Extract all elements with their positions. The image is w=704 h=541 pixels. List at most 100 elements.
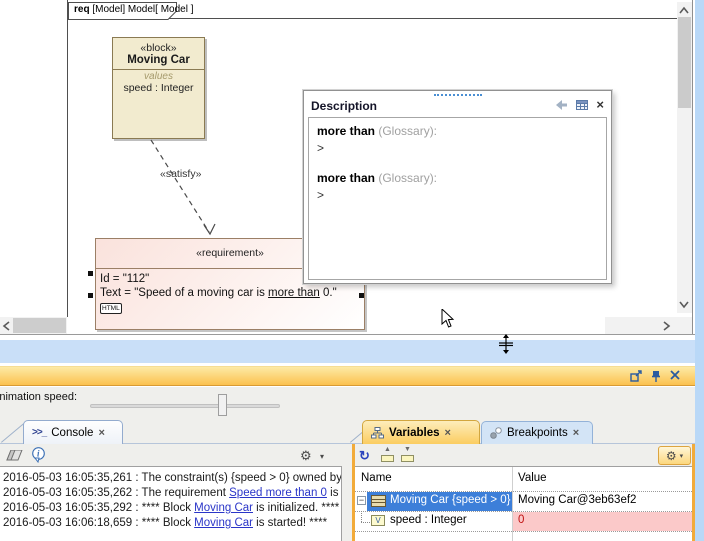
glossary-meta: (Glossary): [375, 171, 438, 185]
requirement-text-term-link[interactable]: more than [268, 287, 320, 299]
vertical-scrollbar-thumb[interactable] [678, 17, 691, 108]
tray-box [401, 455, 414, 462]
variables-tab-label: Variables [389, 426, 440, 439]
tree-connector [361, 522, 370, 523]
console-text: 2016-05-03 16:05:35,261 : The constraint… [3, 472, 342, 484]
column-header-value[interactable]: Value [518, 472, 547, 484]
refresh-icon[interactable]: ↻ [359, 448, 370, 463]
clear-console-eraser-icon[interactable] [6, 450, 24, 462]
description-popup-window[interactable]: Description × more than (Glossary): > mo… [303, 90, 612, 284]
scroll-down-icon[interactable] [678, 300, 690, 309]
float-window-icon[interactable] [630, 370, 642, 382]
glossary-term: more than [317, 124, 376, 138]
glossary-meta: (Glossary): [375, 124, 438, 138]
svg-text:i: i [37, 449, 40, 459]
open-in-table-icon[interactable] [576, 99, 589, 110]
console-text: is started! **** [252, 517, 328, 529]
diagram-kind-label: req [74, 4, 90, 15]
back-arrow-icon[interactable] [556, 99, 568, 110]
animation-speed-label: Animation speed: [0, 391, 77, 403]
simulation-panel-titlebar[interactable] [0, 366, 695, 386]
console-link[interactable]: Speed more than 0 [229, 487, 327, 499]
scroll-right-icon[interactable] [661, 320, 671, 332]
selected-row-highlight [367, 492, 512, 511]
table-row-name[interactable]: Moving Car {speed > 0} [390, 494, 511, 506]
variables-options-button[interactable]: ⚙ ▾ [658, 446, 691, 465]
tab-console[interactable]: >>_ Console × [23, 420, 123, 444]
close-icon[interactable]: × [444, 426, 451, 439]
tree-collapse-toggle[interactable]: − [357, 495, 366, 505]
console-line: 2016-05-03 16:05:35,262 : The requiremen… [3, 486, 341, 501]
requirement-body: Id = "112" Text = "Speed of a moving car… [96, 269, 364, 314]
close-icon[interactable]: × [98, 426, 105, 439]
console-line: 2016-05-03 16:05:35,292 : **** Block Mov… [3, 501, 341, 516]
close-icon[interactable] [670, 370, 681, 381]
console-text: 2016-05-03 16:05:35,292 : **** Block [3, 502, 195, 514]
breakpoints-icon [490, 427, 502, 439]
variables-table[interactable]: Name Value − Moving Car {speed > 0} Movi… [355, 466, 692, 541]
requirement-id-line: Id = "112" [100, 273, 150, 285]
close-icon[interactable]: × [596, 97, 604, 112]
export-down-icon[interactable]: ▼ [401, 446, 415, 462]
grid-line [355, 491, 692, 492]
tab-variables[interactable]: Variables × [362, 420, 480, 444]
window-drag-handle[interactable] [433, 94, 482, 96]
dropdown-icon: ▾ [679, 452, 684, 460]
scroll-up-icon[interactable] [678, 6, 690, 15]
console-tab-label: Console [51, 426, 94, 439]
diagram-name-tab[interactable]: req [Model] Model[ Model ] [74, 4, 194, 15]
horizontal-scrollbar-left[interactable] [0, 317, 67, 334]
glossary-entry: more than (Glossary): > [317, 170, 598, 204]
diagram-name-tab-shape [68, 2, 177, 20]
info-icon[interactable]: i [31, 447, 47, 463]
horizontal-scrollbar-thumb[interactable] [13, 318, 66, 333]
canvas-right-border [692, 0, 693, 335]
selection-handle[interactable] [88, 271, 93, 276]
console-text: 2016-05-03 16:05:35,262 : The requiremen… [3, 487, 230, 499]
tray-up-arrow: ▲ [384, 446, 391, 453]
tab-breakpoints[interactable]: Breakpoints × [481, 421, 593, 444]
column-header-name[interactable]: Name [361, 472, 392, 484]
pin-icon[interactable] [651, 370, 661, 382]
selection-handle[interactable] [359, 293, 364, 298]
glossary-entry: more than (Glossary): > [317, 123, 598, 157]
console-output[interactable]: 2016-05-03 16:05:35,261 : The constraint… [0, 466, 342, 541]
console-text: 2016-05-03 16:06:18,659 : **** Block [3, 517, 195, 529]
selection-handle[interactable] [88, 293, 93, 298]
block-instance-icon [371, 495, 386, 507]
vertical-scrollbar[interactable] [677, 2, 692, 313]
console-options-gear-icon[interactable]: ⚙ [300, 448, 312, 463]
description-content: more than (Glossary): > more than (Gloss… [308, 117, 607, 280]
table-row-name[interactable]: speed : Integer [390, 514, 467, 526]
block-speed-attribute: speed : Integer [123, 82, 194, 94]
window-right-border [695, 0, 704, 541]
block-compartment-separator [113, 69, 204, 70]
console-link[interactable]: Moving Car [194, 502, 253, 514]
requirement-shape[interactable]: «requirement» Id = "112" Text = "Speed o… [95, 238, 365, 330]
diagram-name-label: [Model] Model[ Model ] [89, 4, 194, 15]
horizontal-scrollbar-right[interactable] [605, 317, 693, 334]
tree-connector [361, 511, 362, 522]
block-stereotype: «block» [140, 42, 177, 54]
animation-speed-slider-thumb[interactable] [218, 394, 227, 416]
console-link[interactable]: Moving Car [194, 517, 253, 529]
value-property-icon: V [371, 515, 385, 526]
scroll-left-icon[interactable] [2, 320, 12, 332]
requirement-text-post: 0." [319, 287, 337, 299]
block-moving-car-shape[interactable]: «block» Moving Car values speed : Intege… [112, 37, 205, 139]
export-up-icon[interactable]: ▲ [381, 446, 395, 462]
console-options-dropdown-icon[interactable]: ▾ [320, 452, 325, 461]
grid-line [355, 531, 692, 532]
column-divider[interactable] [512, 467, 513, 541]
close-icon[interactable]: × [572, 427, 580, 439]
table-row-value[interactable]: 0 [518, 514, 525, 526]
block-values-compartment-label: values [144, 71, 173, 82]
animation-speed-slider-track[interactable] [90, 404, 280, 408]
table-row-value[interactable]: Moving Car@3eb63ef2 [518, 494, 637, 506]
console-prompt-icon: >>_ [32, 427, 47, 438]
dock-splitter-band[interactable] [0, 340, 695, 363]
html-badge: HTML [100, 303, 122, 314]
violated-value-highlight [513, 512, 692, 531]
console-text: is initialized. **** [252, 502, 340, 514]
